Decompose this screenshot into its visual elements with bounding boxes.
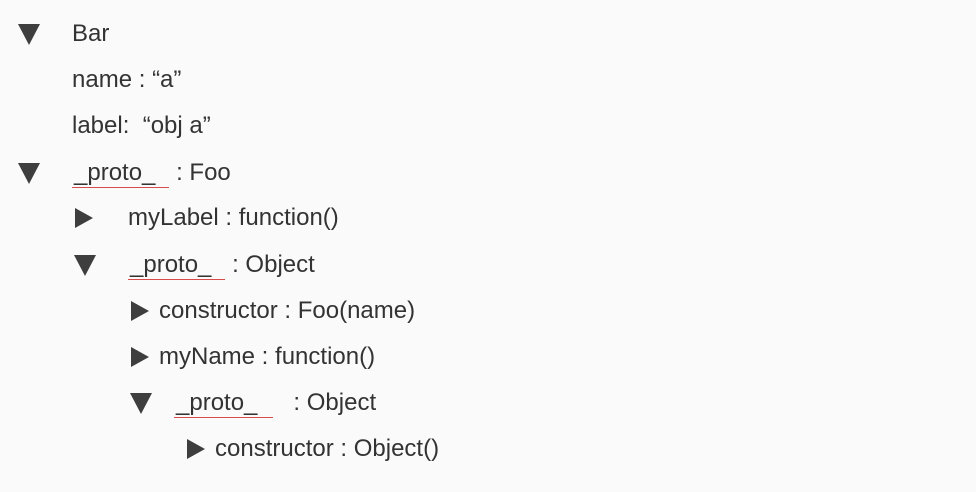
tree-node-bar[interactable]: Bar (0, 14, 300, 54)
property-separator: : (333, 435, 354, 462)
tree-node-mylabel[interactable]: myLabel : function() (0, 198, 420, 238)
tree-node-proto-object-root[interactable]: _proto_ : Object (0, 383, 480, 423)
property-value: Foo(name) (297, 297, 416, 324)
property-separator: : (277, 297, 298, 324)
property-value: “a” (152, 66, 182, 93)
property-separator: : (273, 389, 307, 416)
node-label-bar: Bar (72, 20, 110, 47)
property-row-myname: myName : function() (159, 337, 375, 377)
property-separator: : (169, 159, 190, 186)
tree-node-label: label: “obj a” (0, 106, 300, 146)
property-key: label: (72, 112, 130, 139)
property-separator (129, 112, 142, 139)
tree-node-constructor-object[interactable]: constructor : Object() (0, 429, 520, 469)
triangle-right-icon[interactable] (131, 347, 149, 367)
tree-node-constructor-foo[interactable]: constructor : Foo(name) (0, 291, 480, 331)
property-key: constructor (159, 297, 278, 324)
triangle-right-icon[interactable] (131, 301, 149, 321)
triangle-down-icon[interactable] (130, 393, 152, 414)
property-separator: : (255, 343, 276, 370)
triangle-down-icon[interactable] (74, 255, 96, 276)
property-row-proto-object: _proto_ : Object (128, 245, 315, 285)
tree-node-proto-foo[interactable]: _proto_ : Foo (0, 153, 320, 193)
triangle-down-icon[interactable] (18, 163, 40, 184)
property-row-constructor-foo: constructor : Foo(name) (159, 291, 415, 331)
tree-node-myname[interactable]: myName : function() (0, 337, 480, 377)
property-value: Object() (353, 435, 440, 462)
property-row-label: label: “obj a” (72, 106, 211, 146)
property-separator: : (225, 251, 246, 278)
property-value: Foo (189, 159, 231, 186)
property-key-proto: _proto_ (128, 245, 226, 285)
property-key-proto: _proto_ (72, 153, 170, 193)
property-value: Object (245, 251, 315, 278)
property-row-proto-object-root: _proto_ : Object (174, 383, 376, 423)
property-row-constructor-object: constructor : Object() (215, 429, 439, 469)
triangle-down-icon[interactable] (18, 24, 40, 45)
property-separator: : (132, 66, 153, 93)
property-value: Object (306, 389, 377, 416)
property-row-name: name : “a” (72, 60, 181, 100)
property-value: “obj a” (142, 112, 211, 139)
property-separator: : (218, 204, 239, 231)
property-key: myName (159, 343, 256, 370)
property-row-mylabel: myLabel : function() (128, 198, 339, 238)
tree-node-proto-object[interactable]: _proto_ : Object (0, 245, 420, 285)
property-key-proto: _proto_ (174, 383, 274, 423)
property-value: function() (238, 204, 339, 231)
property-key: constructor (215, 435, 334, 462)
property-row-proto-foo: _proto_ : Foo (72, 153, 231, 193)
tree-node-name: name : “a” (0, 60, 300, 100)
property-key: myLabel (128, 204, 219, 231)
triangle-right-icon[interactable] (187, 439, 205, 459)
property-value: function() (275, 343, 376, 370)
property-key: name (72, 66, 133, 93)
triangle-right-icon[interactable] (75, 208, 93, 228)
